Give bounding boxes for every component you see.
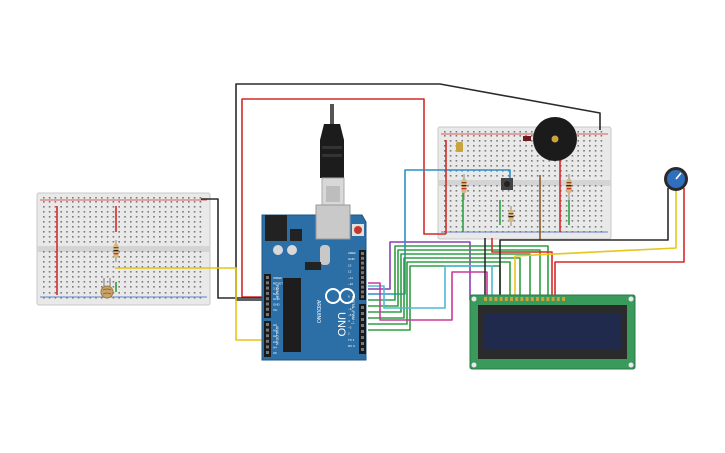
lcd-header-pins (484, 297, 565, 301)
arduino-brand-text: ARDUINO (315, 300, 321, 323)
pin-label: ~10 (348, 282, 353, 286)
buzzer-icon (533, 117, 577, 161)
wires[interactable] (56, 83, 685, 341)
pin-label: IOREF (273, 276, 282, 280)
pin-label: GND (273, 303, 281, 307)
pin-label: 3.3V (273, 287, 279, 291)
wire-black-pot (499, 188, 669, 300)
arduino-analog-caption: ANALOG IN (275, 326, 279, 346)
arduino-uno-board[interactable]: ARDUINO UNO DIGITAL (PWM ~) POWER ANALOG… (261, 204, 367, 361)
pin-label: A1 (273, 329, 277, 333)
pin-label: TX 1 (348, 338, 355, 342)
pushbutton-icon (501, 178, 513, 190)
wire-yellow-pot (514, 190, 677, 300)
left-breadboard[interactable] (36, 192, 211, 306)
pin-label: ~6 (348, 307, 352, 311)
wire-green-1 (368, 245, 549, 301)
wire-blue (368, 169, 511, 295)
resistor-right-2-icon (566, 174, 572, 200)
resistor-right-3-icon (508, 206, 514, 226)
pin-label: 7 (348, 301, 350, 305)
pin-label: A0 (273, 323, 277, 327)
wire-yellow-left (115, 267, 262, 341)
uno-digital-labels: AREF GND 13 12 ~11 ~10 ~9 8 7 ~6 ~5 4 ~3 2 TX 1 RX 0 (348, 251, 356, 348)
wire-red-pot (554, 188, 685, 300)
wire-green-4 (368, 257, 521, 319)
pin-label: 13 (348, 263, 352, 267)
led-icon (456, 142, 463, 152)
pin-label: 12 (348, 270, 352, 274)
lcd-16x2[interactable] (469, 294, 636, 370)
pin-label: 4 (348, 319, 350, 323)
arduino-model-text: UNO (335, 312, 347, 337)
arduino-power-caption: POWER (275, 285, 279, 299)
pin-label: 2 (348, 332, 350, 336)
wire-green-5 (368, 261, 511, 325)
pin-label: RX 0 (348, 344, 355, 348)
lcd-screen (484, 313, 621, 349)
pin-label: GND (348, 257, 356, 261)
photoresistor-icon (100, 278, 114, 299)
pin-label: A3 (273, 340, 277, 344)
pin-label: ~3 (348, 325, 352, 329)
resistor-right-1-icon (461, 174, 467, 200)
pin-label: 8 (348, 294, 350, 298)
wire-green-2 (368, 249, 541, 307)
potentiometer-icon[interactable] (664, 167, 688, 191)
pin-label: Vin (273, 308, 278, 312)
pin-label: A4 (273, 345, 277, 349)
pin-label: RESET (273, 281, 283, 285)
wire-black-top (235, 83, 601, 301)
pin-label: ~11 (348, 276, 353, 280)
wire-red-lcd (491, 238, 553, 300)
wire-cyan (368, 265, 493, 309)
wire-magenta (368, 271, 488, 321)
pin-label: A2 (273, 334, 277, 338)
uno-header-pins (266, 252, 364, 354)
pin-label: AREF (348, 251, 356, 255)
pin-label: A5 (273, 351, 277, 355)
pin-label: 5V (273, 292, 277, 296)
wire-red-top (241, 98, 446, 298)
arduino-digital-caption: DIGITAL (PWM ~) (351, 296, 355, 324)
resistor-left-icon (113, 240, 119, 262)
pin-label: GND (273, 297, 281, 301)
arduino-logo-icon (325, 288, 355, 304)
wire-black-left (201, 198, 262, 299)
usb-cable-icon (320, 104, 345, 209)
pin-label: ~5 (348, 313, 352, 317)
diode-icon (523, 136, 531, 141)
wire-green-3 (368, 253, 531, 313)
left-breadboard-holes (43, 197, 202, 299)
pin-label: ~9 (348, 288, 352, 292)
